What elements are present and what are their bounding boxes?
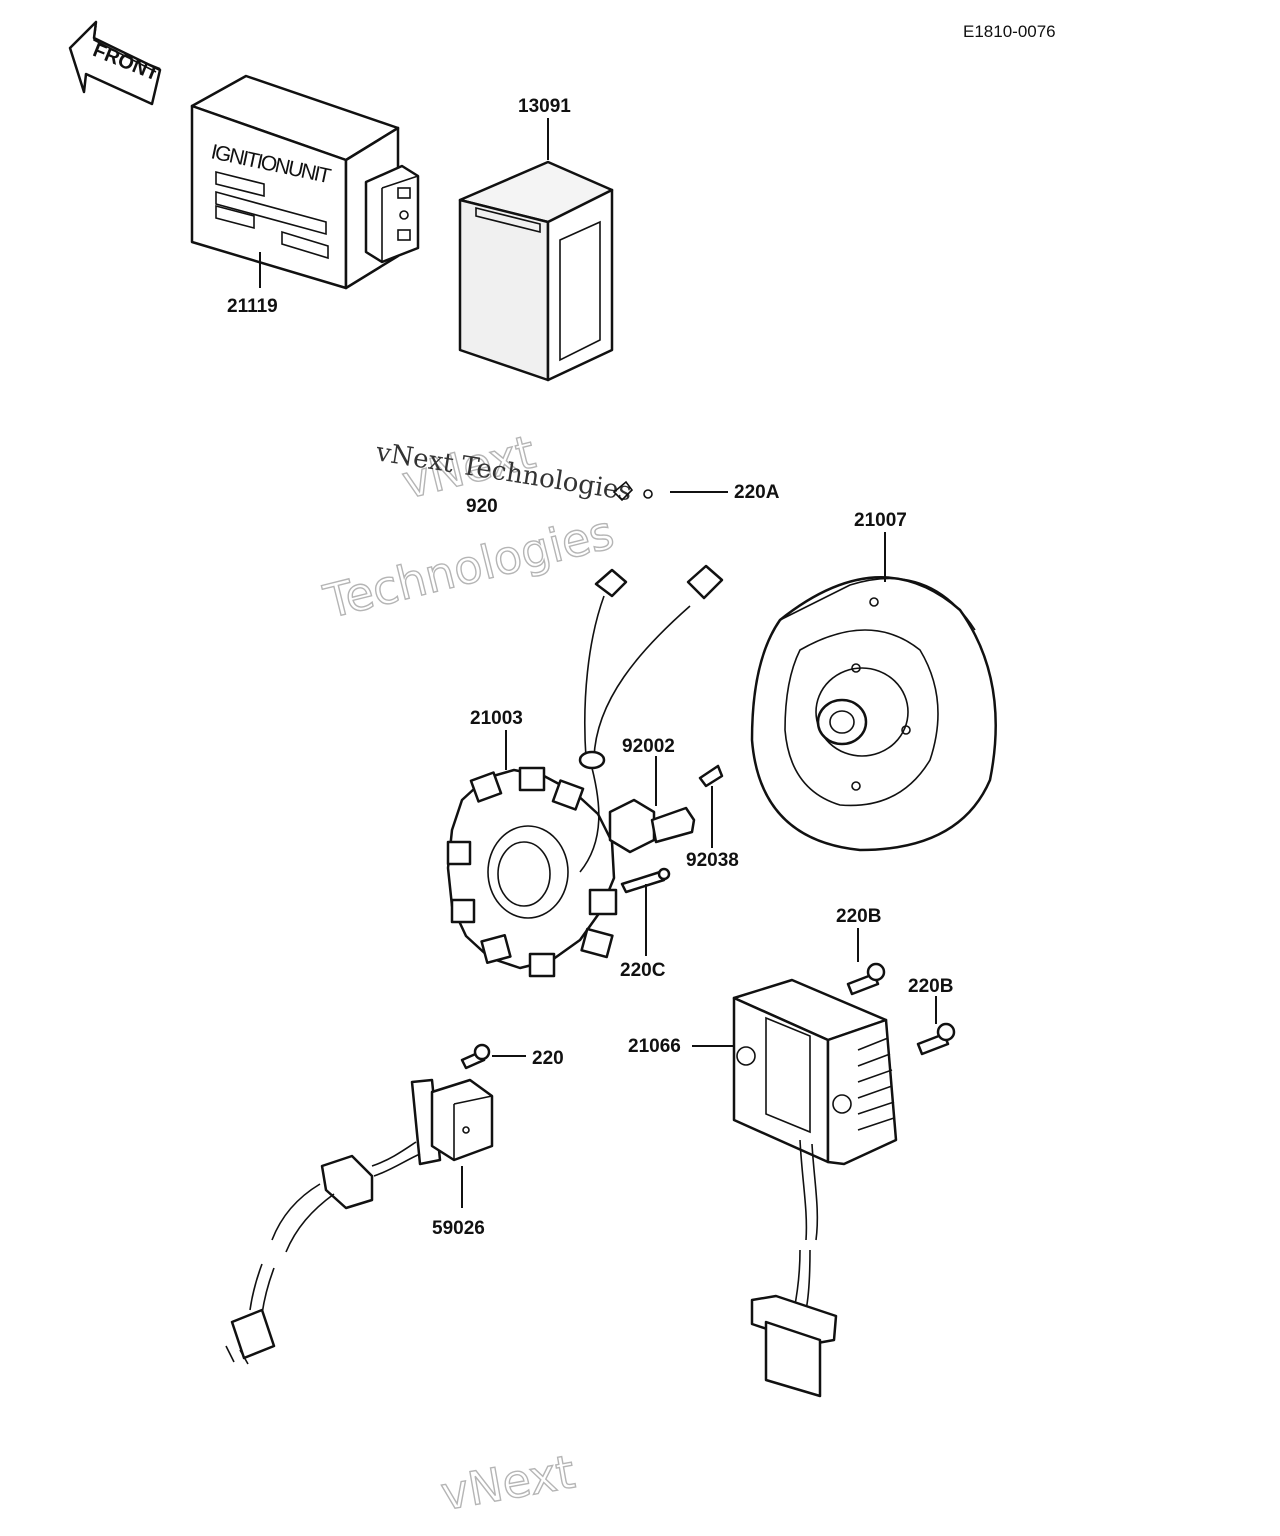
- part-number-21119: 21119: [227, 296, 278, 317]
- key-drawing: [698, 764, 724, 848]
- diagram-code: E1810-0076: [963, 22, 1056, 41]
- bracket-drawing: [612, 480, 728, 502]
- part-number-220b-1: 220B: [836, 906, 881, 927]
- flywheel-drawing: [750, 532, 997, 852]
- regulator-drawing: [692, 978, 898, 1398]
- screw-220-drawing: [460, 1043, 526, 1070]
- part-number-21066: 21066: [628, 1036, 681, 1057]
- bolt-drawing: [608, 756, 696, 854]
- part-number-220c: 220C: [620, 960, 666, 981]
- cover-drawing: [458, 118, 614, 382]
- ignition-unit-drawing: IGNITIONUNIT: [190, 74, 420, 290]
- stator-drawing: [446, 564, 724, 978]
- part-number-21003: 21003: [470, 708, 523, 729]
- watermark-line2: Technologies: [318, 505, 619, 629]
- screw-220c-drawing: [620, 867, 671, 956]
- part-number-920: 920: [466, 496, 498, 517]
- part-number-21007: 21007: [854, 510, 907, 531]
- part-number-220a: 220A: [734, 482, 780, 503]
- screw-220b-1-drawing: [846, 928, 886, 996]
- part-number-220b-2: 220B: [908, 976, 953, 997]
- part-number-220: 220: [532, 1048, 564, 1069]
- watermark: vNext Technologies vNext Technologies vN…: [318, 424, 634, 1522]
- front-arrow-icon: FRONT: [68, 20, 162, 106]
- part-number-13091: 13091: [518, 96, 571, 117]
- part-number-92002: 92002: [622, 736, 675, 757]
- part-number-92038: 92038: [686, 850, 739, 871]
- screw-220b-2-drawing: [916, 996, 956, 1056]
- part-number-59026: 59026: [432, 1218, 485, 1239]
- watermark-bottom: vNext: [437, 1444, 579, 1521]
- pickup-coil-drawing: [225, 1078, 494, 1365]
